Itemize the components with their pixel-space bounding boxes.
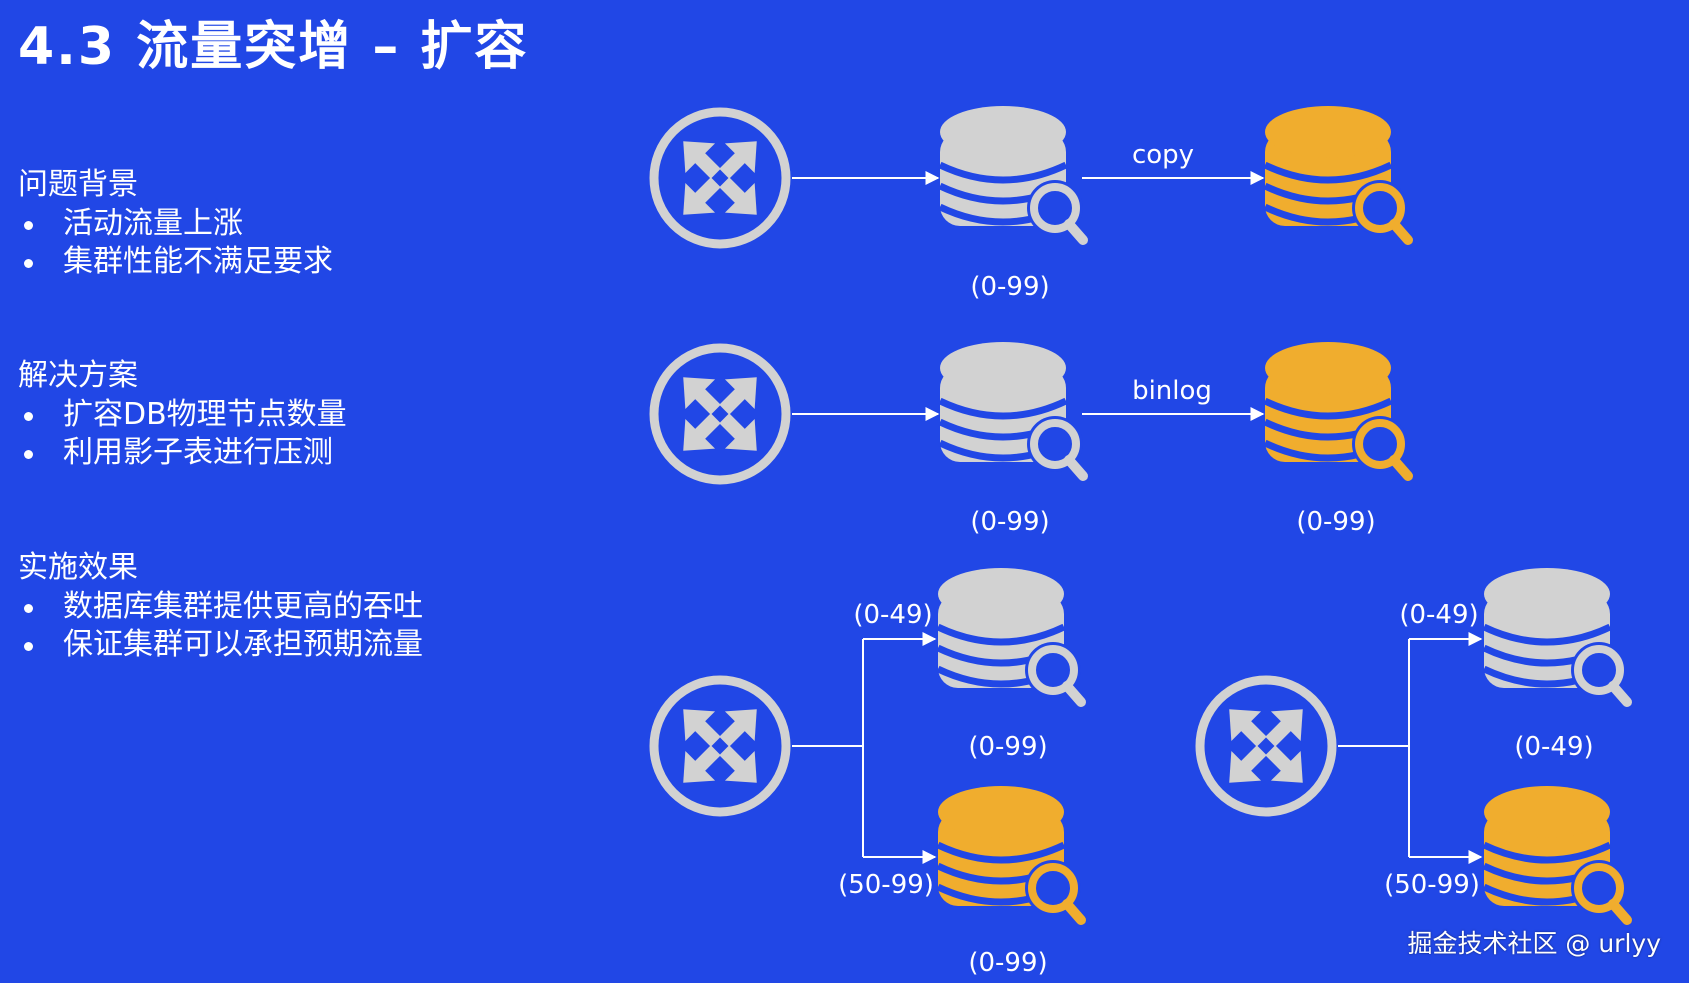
db-range-label: (0-99) <box>968 948 1047 978</box>
slide-title: 4.3 流量突增 – 扩容 <box>18 17 529 77</box>
db-range-label: (0-49) <box>1514 732 1593 762</box>
route-range-label: (0-49) <box>853 600 932 630</box>
database-search-icon <box>940 106 1083 240</box>
row-split-left: (0-49) (50-99) (0-99) (0-99) <box>654 568 1081 978</box>
row-copy: copy (0-99) <box>654 106 1408 302</box>
bullet-list: 扩容DB物理节点数量 利用影子表进行压测 <box>18 396 578 472</box>
section-outcome: 实施效果 数据库集群提供更高的吞吐 保证集群可以承担预期流量 <box>18 548 578 664</box>
section-heading: 解决方案 <box>18 358 138 393</box>
watermark: 掘金技术社区 @ urlyy <box>1407 929 1661 958</box>
bullet-list: 活动流量上涨 集群性能不满足要求 <box>18 205 578 281</box>
route-range-label: (0-49) <box>1399 600 1478 630</box>
bullet-item: 扩容DB物理节点数量 <box>18 396 578 434</box>
bullet-item: 集群性能不满足要求 <box>18 243 578 281</box>
router-icon <box>654 680 786 812</box>
edge-label-binlog: binlog <box>1132 376 1212 406</box>
router-icon <box>654 112 786 244</box>
database-search-icon <box>1265 106 1408 240</box>
db-range-label: (0-99) <box>1296 507 1375 537</box>
section-problem-background: 问题背景 活动流量上涨 集群性能不满足要求 <box>18 165 578 281</box>
bullet-item: 数据库集群提供更高的吞吐 <box>18 588 578 626</box>
router-icon <box>654 348 786 480</box>
route-range-label: (50-99) <box>1384 870 1480 900</box>
database-search-icon <box>1265 342 1408 476</box>
database-search-icon <box>1484 568 1627 702</box>
edge-label-copy: copy <box>1132 140 1194 170</box>
row-split-right: (0-49) (50-99) (0-49) <box>1200 568 1627 920</box>
database-search-icon <box>938 568 1081 702</box>
section-solution: 解决方案 扩容DB物理节点数量 利用影子表进行压测 <box>18 356 578 472</box>
section-heading: 问题背景 <box>18 167 138 202</box>
bullet-item: 保证集群可以承担预期流量 <box>18 626 578 664</box>
route-range-label: (50-99) <box>838 870 934 900</box>
router-icon <box>1200 680 1332 812</box>
db-range-label: (0-99) <box>970 507 1049 537</box>
database-search-icon <box>1484 786 1627 920</box>
row-binlog: binlog (0-99) (0-99) <box>654 342 1408 537</box>
db-range-label: (0-99) <box>970 272 1049 302</box>
section-heading: 实施效果 <box>18 550 138 585</box>
bullet-item: 利用影子表进行压测 <box>18 434 578 472</box>
db-range-label: (0-99) <box>968 732 1047 762</box>
database-search-icon <box>938 786 1081 920</box>
database-search-icon <box>940 342 1083 476</box>
bullet-item: 活动流量上涨 <box>18 205 578 243</box>
bullet-list: 数据库集群提供更高的吞吐 保证集群可以承担预期流量 <box>18 588 578 664</box>
